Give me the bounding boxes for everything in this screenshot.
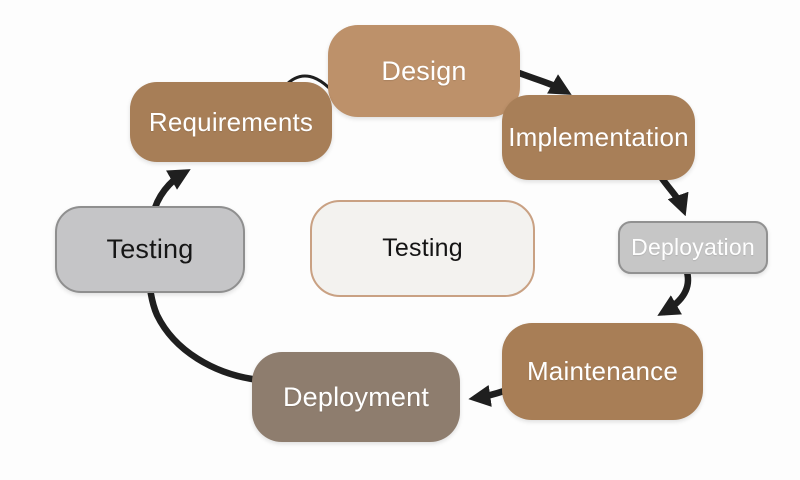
node-implementation: Implementation (502, 95, 695, 180)
node-implementation-label: Implementation (508, 122, 689, 152)
node-testing-center-label: Testing (382, 234, 463, 262)
node-deployment: Deployment (252, 352, 460, 442)
node-testing-left-label: Testing (106, 234, 194, 264)
arrow-maintenance-to-deployment (468, 385, 508, 407)
arrow-deployation-to-maintenance (657, 268, 692, 316)
node-deployment-label: Deployment (282, 381, 430, 412)
node-design: Design (328, 25, 520, 117)
node-testing-center: Testing (310, 200, 535, 297)
node-deployation-label: Deployation (631, 234, 755, 260)
arrow-implementation-to-deployation (657, 173, 689, 217)
node-deployation: Deployation (618, 221, 768, 274)
node-requirements-label: Requirements (148, 106, 314, 137)
node-maintenance-label: Maintenance (526, 356, 679, 386)
node-maintenance: Maintenance (502, 323, 703, 420)
arrow-design-to-implementation (510, 67, 572, 95)
node-design-label: Design (381, 55, 467, 86)
node-testing-left: Testing (55, 206, 245, 293)
node-requirements: Requirements (130, 82, 332, 162)
